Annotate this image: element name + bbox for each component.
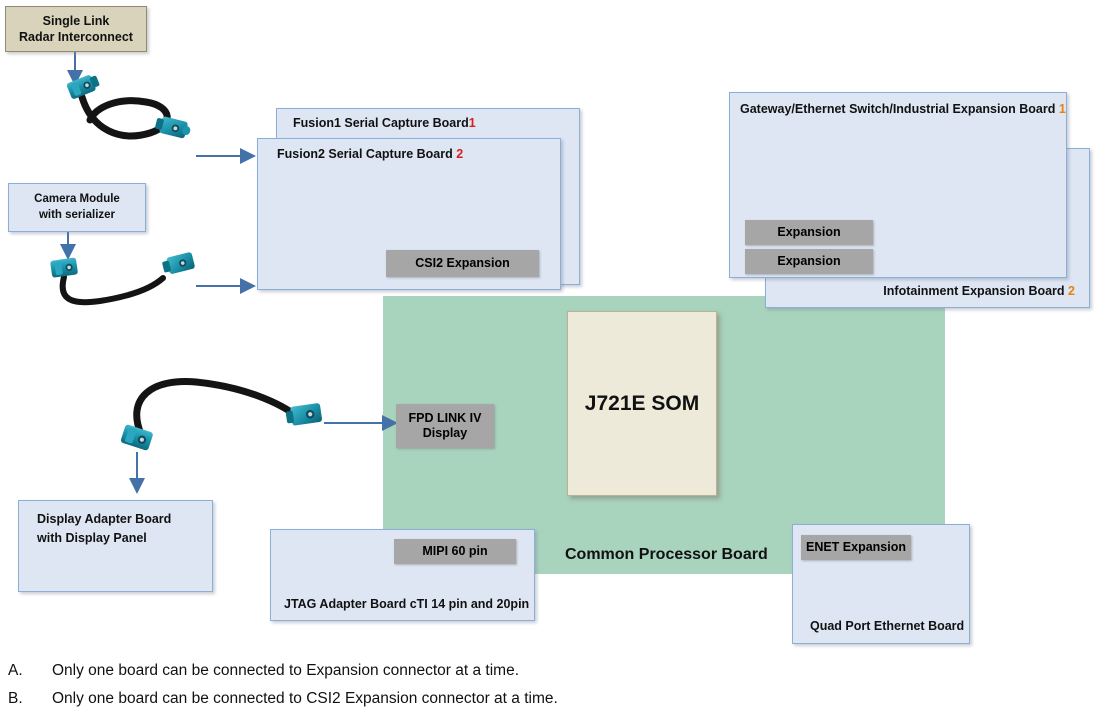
infotainment-number: 2 xyxy=(1068,284,1075,299)
quad-ethernet-title: Quad Port Ethernet Board xyxy=(810,619,965,634)
display-adapter-title: Display Adapter Board with Display Panel xyxy=(37,510,171,548)
display-adapter-board[interactable]: Display Adapter Board with Display Panel xyxy=(18,500,213,592)
infotainment-title: Infotainment Expansion Board 2 xyxy=(883,284,1075,300)
radar-line2: Radar Interconnect xyxy=(19,30,133,44)
fpd-link-line2: Display xyxy=(422,426,468,440)
note-a-text: Only one board can be connected to Expan… xyxy=(52,662,520,679)
single-link-radar-interconnect-box[interactable]: Single Link Radar Interconnect xyxy=(5,6,147,52)
camera-line2: with serializer xyxy=(38,208,116,221)
jtag-title: JTAG Adapter Board cTI 14 pin and 20pin xyxy=(284,597,530,612)
j721e-som[interactable]: J721E SOM xyxy=(567,311,717,496)
display-adapter-line2: with Display Panel xyxy=(37,530,147,545)
note-b-label: B. xyxy=(8,690,23,707)
display-adapter-line1: Display Adapter Board xyxy=(37,512,172,526)
mipi-60-pin-chip[interactable]: MIPI 60 pin xyxy=(394,539,516,564)
fpd-link-iv-display-chip[interactable]: FPD LINK IV Display xyxy=(396,404,494,448)
fusion1-number: 1 xyxy=(468,116,476,130)
expansion-chip-top[interactable]: Expansion xyxy=(745,220,873,245)
camera-line1: Camera Module xyxy=(34,192,120,205)
fusion2-number: 2 xyxy=(456,147,464,161)
fusion2-label: Fusion2 Serial Capture Board xyxy=(277,147,453,161)
camera-module-box[interactable]: Camera Module with serializer xyxy=(8,183,146,232)
radar-interconnect-cable xyxy=(66,75,191,140)
enet-expansion-chip[interactable]: ENET Expansion xyxy=(801,535,911,560)
note-a-label: A. xyxy=(8,662,23,679)
fusion2-title: Fusion2 Serial Capture Board 2 xyxy=(277,147,463,163)
gateway-number: 1 xyxy=(1058,102,1066,116)
display-fpd-link-cable xyxy=(120,378,322,451)
infotainment-label: Infotainment Expansion Board xyxy=(883,284,1065,299)
gateway-title: Gateway/Ethernet Switch/Industrial Expan… xyxy=(740,102,1066,118)
fusion1-title: Fusion1 Serial Capture Board1 xyxy=(293,116,476,132)
fpd-link-line1: FPD LINK IV xyxy=(408,411,482,425)
radar-line1: Single Link xyxy=(42,13,110,28)
note-b-text: Only one board can be connected to CSI2 … xyxy=(52,690,558,707)
common-processor-board-label: Common Processor Board xyxy=(565,546,768,563)
fusion1-label: Fusion1 Serial Capture Board xyxy=(293,116,469,130)
csi2-expansion-chip[interactable]: CSI2 Expansion xyxy=(386,250,539,277)
gateway-label: Gateway/Ethernet Switch/Industrial Expan… xyxy=(740,102,1056,116)
gateway-ethernet-switch-industrial-expansion-board[interactable]: Gateway/Ethernet Switch/Industrial Expan… xyxy=(729,92,1067,278)
camera-serializer-cable xyxy=(50,252,195,306)
expansion-chip-bottom[interactable]: Expansion xyxy=(745,249,873,274)
